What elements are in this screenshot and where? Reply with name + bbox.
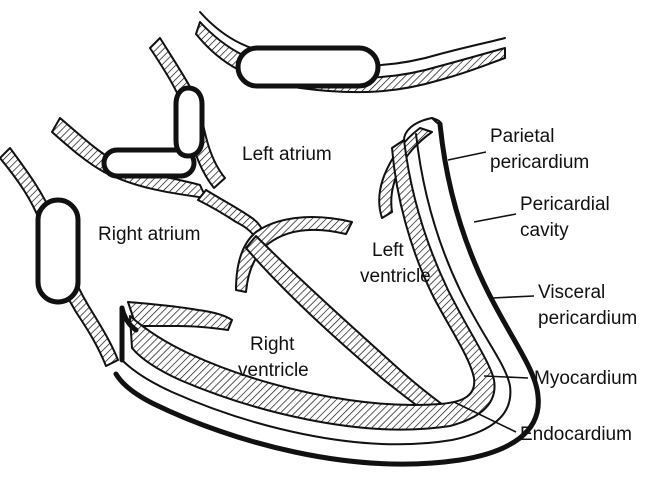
vena-cava-lumen xyxy=(38,200,78,302)
leader-pericardial-cavity xyxy=(474,214,516,222)
left-atrium-wall xyxy=(52,38,225,198)
label-endocardium: Endocardium xyxy=(520,424,632,445)
interatrial-septum xyxy=(198,190,264,238)
upper-vessel-lumen xyxy=(238,48,378,86)
label-visceral-line2: pericardium xyxy=(538,308,637,329)
upper-vessel xyxy=(196,12,505,92)
label-left-ventricle-line1: Left xyxy=(372,240,404,261)
label-parietal-line2: pericardium xyxy=(490,152,589,173)
label-left-ventricle-line2: ventricle xyxy=(360,266,431,287)
label-left-atrium: Left atrium xyxy=(242,144,332,165)
left-atrium-vessel-upper xyxy=(176,88,202,156)
label-right-ventricle-line1: Right xyxy=(250,334,295,355)
leader-parietal xyxy=(448,152,486,160)
label-pericardial-cavity-line2: cavity xyxy=(520,220,569,241)
label-right-atrium: Right atrium xyxy=(98,224,200,245)
label-pericardial-cavity-line1: Pericardial xyxy=(520,194,610,215)
label-visceral-line1: Visceral xyxy=(538,282,605,303)
label-parietal-line1: Parietal xyxy=(490,126,554,147)
right-atrium-wall xyxy=(0,148,118,366)
label-myocardium: Myocardium xyxy=(534,368,637,389)
leader-visceral xyxy=(492,296,534,298)
label-right-ventricle-line2: ventricle xyxy=(238,360,309,381)
